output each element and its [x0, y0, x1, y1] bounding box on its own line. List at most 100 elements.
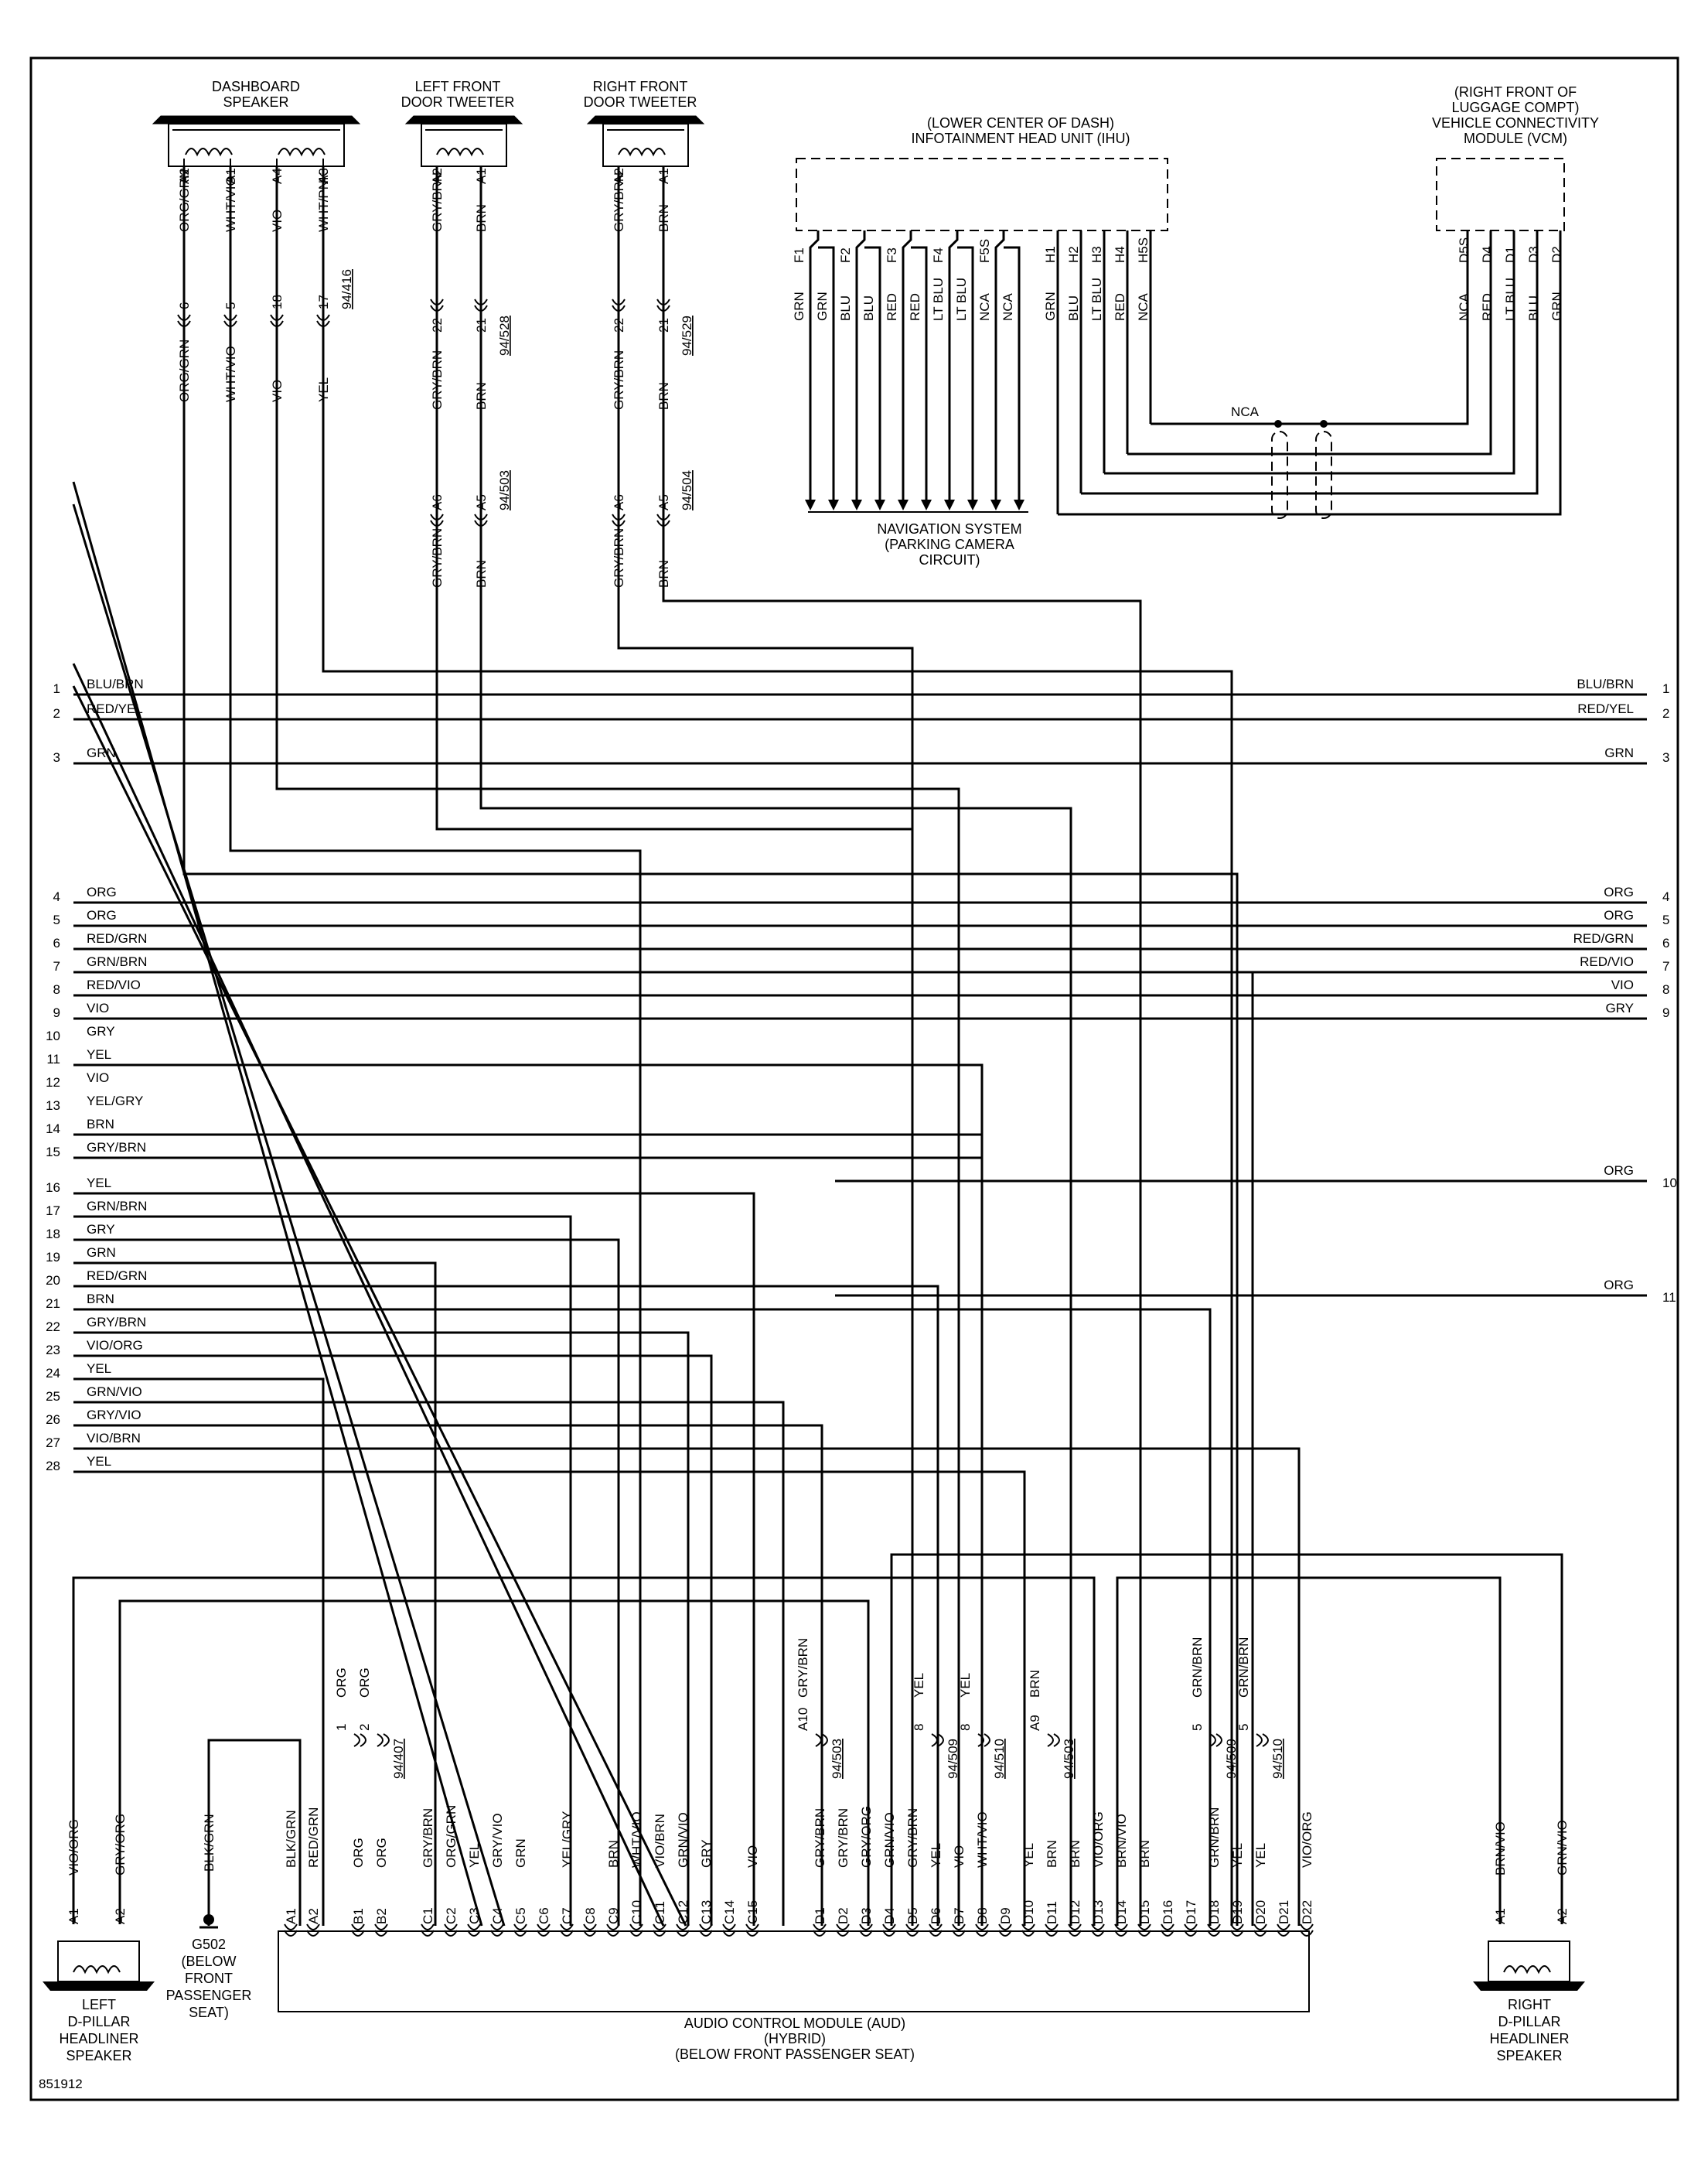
aud-inline-ref-d11: 94/503 [1062, 1739, 1076, 1779]
bus-left-number: 14 [46, 1121, 60, 1136]
right-headliner-label-2: HEADLINER [1489, 2031, 1569, 2046]
ihu-label-1: INFOTAINMENT HEAD UNIT (IHU) [912, 131, 1130, 146]
left-headliner-coil [73, 1965, 121, 1975]
aud-inline-color-b1: ORG [334, 1667, 349, 1698]
dash-speaker-wire-color: ORG/GRN [177, 169, 192, 232]
bus-right-number: 10 [1662, 1176, 1677, 1190]
aud-inline-connector-b1 [353, 1733, 360, 1747]
bus-left-color: YEL [87, 1454, 111, 1469]
aud-inline-cavity-d18: 5 [1190, 1724, 1205, 1731]
bus-drop-wire [73, 1192, 755, 1926]
aud-pin-connector [1300, 1923, 1314, 1930]
aud-pin-connector-inner [722, 1930, 736, 1937]
ihu-f-wire [994, 230, 1005, 503]
aud-pin-connector-inner [1137, 1930, 1151, 1937]
aud-pin-connector-inner [975, 1930, 989, 1937]
aud-pin-D10: D10 [1021, 1900, 1036, 1924]
aud-pin-C8: C8 [583, 1907, 598, 1924]
left-headliner-wire-vioorg [72, 1576, 1096, 1926]
ihu-f-wire [809, 230, 820, 503]
aud-inline-color-d6: YEL [912, 1673, 926, 1698]
left-tweeter-pin-A1: A1 [474, 168, 489, 184]
left-headliner-pin-A2: A2 [113, 1908, 128, 1924]
vcm-pin-D2: D2 [1549, 246, 1564, 263]
aud-pin-connector [929, 1923, 943, 1930]
dashboard-speaker-coil-right [278, 148, 326, 157]
dash-speaker-lower-color: WHT/VIO [223, 346, 238, 402]
aud-inline-ref-d6: 94/509 [946, 1739, 960, 1779]
aud-pin-connector-inner [1161, 1930, 1174, 1937]
dash-speaker-wire-color: WHT/PNK [316, 171, 331, 232]
bus-drop-wire [73, 1447, 1301, 1926]
aud-pin-connector [629, 1923, 643, 1930]
left-tweeter-connector-inner [430, 305, 444, 312]
aud-pin-D6: D6 [929, 1907, 943, 1924]
nav-arrow [967, 500, 978, 510]
aud-label-2: (BELOW FRONT PASSENGER SEAT) [675, 2046, 915, 2062]
aud-pin-C12: C12 [676, 1900, 690, 1924]
ihu-pin-H1: H1 [1043, 246, 1058, 263]
bus-right-color: ORG [1604, 1163, 1634, 1178]
nav-label-0: NAVIGATION SYSTEM [877, 521, 1021, 537]
right-tweeter-pin-A1: A1 [656, 168, 671, 184]
left-tweeter-cavity-2: A6 [430, 494, 445, 510]
ihu-wire-color: BLU [838, 295, 853, 321]
bus-left-color: GRN/BRN [87, 954, 147, 969]
aud-wire-color: GRN [513, 1838, 528, 1868]
aud-wire-color: YEL/GRY [560, 1811, 574, 1868]
dash-speaker-wire-color: WHT/VIO [223, 176, 238, 232]
aud-pin-connector [1161, 1923, 1174, 1930]
aud-pin-connector-inner [859, 1930, 873, 1937]
aud-pin-B2: B2 [374, 1908, 389, 1924]
bus-left-number: 19 [46, 1250, 60, 1265]
aud-pin-connector-inner [421, 1930, 435, 1937]
ihu-wire-color: NCA [1001, 292, 1015, 321]
bus-drop-wire [73, 1377, 325, 1926]
bus-left-number: 26 [46, 1412, 60, 1427]
bus-left-number: 27 [46, 1435, 60, 1450]
nav-arrow [1014, 500, 1024, 510]
aud-pin-connector [1230, 1923, 1244, 1930]
bus-left-number: 22 [46, 1319, 60, 1334]
right-tweeter-coil [618, 148, 666, 157]
ihu-pin-H4: H4 [1113, 246, 1127, 263]
bus-left-number: 11 [46, 1052, 60, 1067]
aud-pin-connector [975, 1923, 989, 1930]
aud-inline-connector-d11 [1047, 1733, 1054, 1747]
bus-right-number: 8 [1662, 982, 1669, 997]
vcm-pin-D3: D3 [1526, 246, 1541, 263]
left-tweeter-cavity: 21 [474, 318, 489, 333]
aud-pin-C5: C5 [513, 1907, 528, 1924]
bus-drop-wire-11 [73, 1063, 984, 1926]
vcm-wire-red [1127, 230, 1492, 456]
bus-drop-wire [72, 481, 483, 1927]
dash-speaker-pin-A2: A2 [177, 168, 192, 184]
right-tweeter-connector [656, 299, 670, 305]
aud-wire-color: BRN [1068, 1840, 1082, 1868]
ground-label-1: (BELOW [181, 1954, 236, 1969]
bus-left-number: 25 [46, 1389, 60, 1404]
left-tweeter-label-0: LEFT FRONT [415, 79, 501, 94]
aud-inline-color-b2: ORG [357, 1667, 372, 1698]
aud-pin-connector [952, 1923, 966, 1930]
aud-wire-color: VIO/BRN [653, 1814, 667, 1868]
right-tweeter-ref: 94/529 [680, 316, 694, 356]
aud-pin-D4: D4 [882, 1907, 897, 1924]
left-headliner-wire-color: GRY/ORG [113, 1814, 128, 1876]
aud-pin-connector-inner [836, 1930, 850, 1937]
aud-label-0: AUDIO CONTROL MODULE (AUD) [684, 2016, 905, 2031]
ihu-f-wire-b [957, 246, 974, 503]
aud-inline-connector-d20 [1256, 1733, 1263, 1747]
aud-wire-color: RED/GRN [306, 1807, 321, 1868]
aud-wire-color: BRN [1137, 1840, 1152, 1868]
right-headliner-pin-A1: A1 [1493, 1908, 1508, 1924]
aud-pin-C11: C11 [653, 1901, 667, 1924]
aud-pin-connector [1114, 1923, 1128, 1930]
dash-wire-orggrn [182, 162, 1239, 1926]
splice-dot [1320, 420, 1328, 428]
bus-left-color: RED/GRN [87, 1268, 147, 1283]
ihu-label-0: (LOWER CENTER OF DASH) [927, 115, 1114, 131]
right-tweeter-mid-color: BRN [656, 382, 671, 410]
aud-pin-D9: D9 [998, 1907, 1013, 1924]
bus-left-number: 2 [53, 706, 60, 721]
